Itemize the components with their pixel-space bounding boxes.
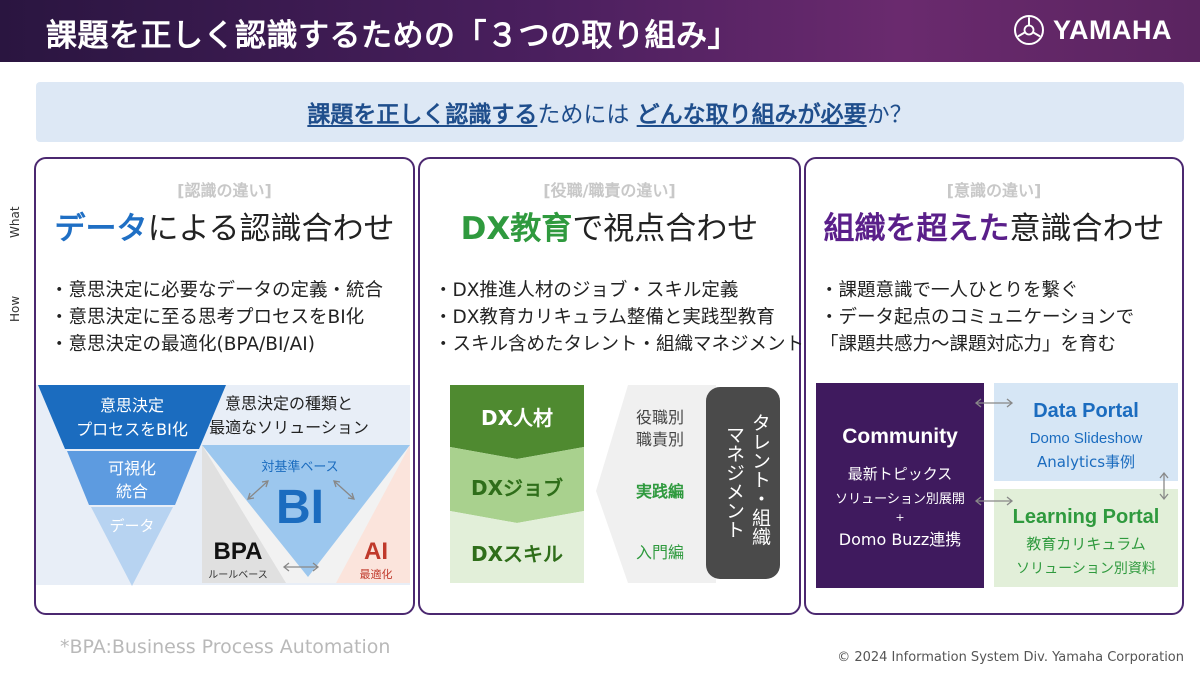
- diagram-caption: 意思決定の種類と: [225, 394, 353, 413]
- bullet-item: ・意思決定の最適化(BPA/BI/AI): [50, 334, 315, 355]
- management-text: タレント・組織: [749, 413, 771, 546]
- panel-tag: [意識の違い]: [946, 181, 1042, 200]
- bullet-list: ・意思決定に必要なデータの定義・統合 ・意思決定に至る思考プロセスをBI化 ・意…: [50, 277, 383, 358]
- panel-title: 組織を超えた意識合わせ: [806, 203, 1182, 248]
- bullet-item: ・意思決定に必要なデータの定義・統合: [50, 280, 384, 301]
- double-arrow-icon: [247, 480, 269, 500]
- pyramid-bottom-level: [91, 507, 173, 586]
- dx-education-diagram: DX人材 DXジョブ DXスキル 役職別 職責別 実践編 入門編 タレント・組織…: [450, 385, 780, 583]
- double-arrow-icon: [974, 496, 1014, 506]
- data-portal-line: Domo Slideshow: [1030, 430, 1143, 447]
- panel-title: DX教育で視点合わせ: [420, 203, 799, 248]
- ai-label: AI: [364, 538, 388, 565]
- bullet-item: ・DX推進人材のジョブ・スキル定義: [434, 280, 739, 301]
- panel-title-strong: DX教育: [460, 211, 573, 247]
- dx-talent-block: [450, 385, 584, 459]
- page-title: 課題を正しく認識するための「３つの取り組み」: [46, 18, 739, 54]
- bullet-item: ・スキル含めたタレント・組織マネジメント: [434, 334, 805, 355]
- ai-region: [336, 445, 410, 583]
- data-portal-line: Analytics事例: [1037, 453, 1135, 471]
- yamaha-logo: YAMAHA: [1013, 14, 1172, 46]
- criteria-label: 対基準ベース: [261, 459, 338, 475]
- bpa-sublabel: ルールベース: [208, 569, 268, 581]
- community-box: [816, 383, 984, 588]
- header-bar: 課題を正しく認識するための「３つの取り組み」 YAMAHA: [0, 0, 1200, 62]
- bullet-list: ・課題意識で一人ひとりを繋ぐ ・データ起点のコミュニケーションで 「課題共感力～…: [820, 277, 1134, 358]
- intro-label: 入門編: [636, 543, 684, 562]
- data-portal-title: Data Portal: [1033, 400, 1139, 422]
- learning-portal-box: [994, 489, 1178, 587]
- bullet-item: ・意思決定に至る思考プロセスをBI化: [50, 307, 365, 328]
- community-plus: +: [895, 511, 904, 524]
- double-arrow-icon: [282, 562, 320, 572]
- management-text: マネジメント: [723, 425, 745, 539]
- community-line: ソリューション別展開: [835, 492, 965, 507]
- role-label: 役職別: [636, 408, 684, 427]
- bpa-region: [202, 445, 286, 583]
- block-label: DX人材: [481, 406, 553, 430]
- pyramid-top-level: [38, 385, 226, 449]
- bullet-item: 「課題共感力～課題対応力」を育む: [820, 334, 1117, 355]
- level-label: 可視化: [108, 459, 156, 478]
- question-ending: か？: [866, 102, 913, 128]
- bullet-item: ・課題意識で一人ひとりを繋ぐ: [820, 280, 1079, 301]
- bi-triangle: [202, 445, 410, 577]
- how-label: How: [8, 295, 22, 322]
- dx-job-block: [450, 447, 584, 523]
- tuning-forks-icon: [1013, 15, 1044, 45]
- level-label: 意思決定: [100, 396, 164, 415]
- learning-portal-line: 教育カリキュラム: [1026, 535, 1146, 553]
- diagram-caption: 最適なソリューション: [209, 418, 369, 437]
- role-label: 職責別: [636, 430, 684, 449]
- logo-text: YAMAHA: [1052, 14, 1172, 45]
- dx-skill-block: [450, 511, 584, 583]
- data-portal-box: [994, 383, 1178, 481]
- question-connector: ためには: [537, 102, 637, 128]
- community-portal-diagram: Community 最新トピックス ソリューション別展開 + Domo Buzz…: [816, 383, 1178, 588]
- practice-label: 実践編: [636, 482, 684, 501]
- bullet-list: ・DX推進人材のジョブ・スキル定義 ・DX教育カリキュラム整備と実践型教育 ・ス…: [434, 277, 804, 358]
- panel-title-strong: 組織を超えた: [823, 211, 1010, 247]
- copyright: © 2024 Information System Div. Yamaha Co…: [837, 650, 1184, 665]
- panel-tag: [認識の違い]: [177, 181, 272, 200]
- learning-portal-line: ソリューション別資料: [1016, 561, 1156, 577]
- learning-portal-title: Learning Portal: [1013, 506, 1160, 528]
- bullet-item: ・データ起点のコミュニケーションで: [820, 307, 1135, 328]
- bullet-item: ・DX教育カリキュラム整備と実践型教育: [434, 307, 775, 328]
- double-arrow-icon: [974, 398, 1014, 408]
- double-arrow-icon: [333, 480, 355, 500]
- level-label: 統合: [116, 482, 148, 501]
- what-label: What: [8, 206, 22, 238]
- pyramid-mid-level: [67, 451, 197, 505]
- community-title: Community: [842, 425, 958, 448]
- ai-sublabel: 最適化: [360, 567, 393, 581]
- level-label: プロセスをBI化: [76, 420, 188, 439]
- block-label: DXジョブ: [471, 476, 563, 500]
- talent-management-box: [706, 387, 780, 579]
- question-banner: 課題を正しく認識するためには どんな取り組みが必要か？: [36, 82, 1184, 142]
- double-arrow-icon: [1159, 471, 1169, 501]
- panel-data-alignment: [認識の違い] データによる認識合わせ ・意思決定に必要なデータの定義・統合 ・…: [34, 157, 415, 615]
- panel-title-rest: による認識合わせ: [147, 211, 395, 247]
- education-arrow: [596, 385, 716, 583]
- question-emphasis-2: どんな取り組みが必要: [636, 102, 867, 128]
- bi-label: BI: [276, 481, 324, 534]
- footnote: *BPA:Business Process Automation: [60, 636, 391, 658]
- community-line: 最新トピックス: [848, 465, 953, 483]
- panel-title-rest: 意識合わせ: [1009, 211, 1165, 247]
- panel-title: データによる認識合わせ: [36, 203, 413, 248]
- decision-pyramid-diagram: 意思決定 プロセスをBI化 可視化 統合 データ 意思決定の種類と 最適なソリュ…: [36, 385, 410, 586]
- panel-title-rest: で視点合わせ: [572, 211, 759, 247]
- block-label: DXスキル: [471, 542, 563, 566]
- question-emphasis-1: 課題を正しく認識する: [307, 102, 538, 128]
- community-line: Domo Buzz連携: [839, 530, 962, 549]
- bpa-label: BPA: [214, 538, 263, 565]
- level-label: データ: [109, 517, 154, 535]
- panel-org-alignment: [意識の違い] 組織を超えた意識合わせ ・課題意識で一人ひとりを繋ぐ ・データ起…: [804, 157, 1184, 615]
- panel-tag: [役職/職責の違い]: [543, 181, 676, 200]
- question-text: 課題を正しく認識するためには どんな取り組みが必要か？: [307, 95, 912, 129]
- panel-dx-education: [役職/職責の違い] DX教育で視点合わせ ・DX推進人材のジョブ・スキル定義 …: [418, 157, 804, 615]
- panel-title-strong: データ: [54, 211, 148, 247]
